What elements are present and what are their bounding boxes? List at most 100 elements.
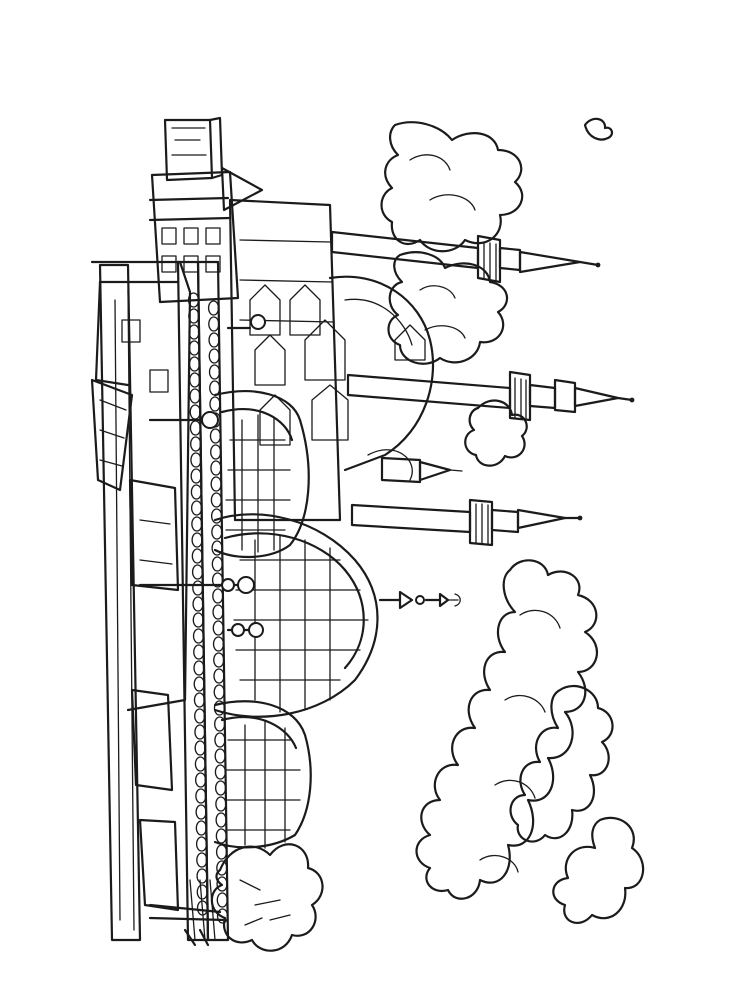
railing-oval [214,780,227,796]
railing-oval [212,620,224,636]
railing-oval [191,548,203,564]
railing-oval [193,660,205,676]
railing-oval [209,396,221,412]
railing-oval [211,524,223,540]
railing-oval [188,340,200,356]
cloud-bottom-large [415,559,598,900]
railing-oval [216,860,228,876]
top-left-tower [163,118,214,182]
minaret-2 [346,370,635,422]
railing-oval [190,500,203,516]
railing-oval [214,716,226,732]
railing-oval [214,764,227,780]
railing-oval [213,668,225,684]
railing-oval [196,884,208,900]
railing-oval [195,836,208,852]
railing-oval [195,820,207,836]
railing-oval [188,356,201,372]
railing-oval [190,484,203,500]
railing-oval [191,532,203,548]
railing-oval [213,700,226,716]
railing-oval [212,636,225,652]
railing-oval [216,892,228,908]
railing-oval [188,324,200,340]
railing-oval [207,300,220,316]
lower-wall [90,260,192,712]
railing-oval [215,844,228,860]
railing-oval [216,908,229,924]
fence-posts [189,879,216,941]
railing-oval [193,692,206,708]
main-dome-center [213,513,461,718]
main-facade [228,198,342,522]
railing-oval [215,828,227,844]
minaret-1 [330,230,601,284]
railing-oval [190,436,202,452]
railing-oval [189,388,201,404]
cloud-middle [387,251,508,365]
railing-oval [210,460,222,476]
railing-oval [190,452,202,468]
railing-oval [214,732,226,748]
railing-oval [190,468,202,484]
railing-oval [195,804,207,820]
railing-oval [208,364,221,380]
railing-oval [211,572,224,588]
railing-oval [215,812,227,828]
minaret-3 [350,498,583,547]
main-dome-lower [213,700,312,849]
railing-oval [196,852,208,868]
railing-oval [192,612,204,628]
small-turret [380,456,463,484]
railing-oval [210,508,223,524]
railing-oval [211,556,223,572]
railing-oval [210,476,222,492]
ground-line [98,263,142,942]
cloud-bottom-right [509,684,614,843]
railing-oval [208,316,220,332]
railing-oval [193,676,205,692]
railing-oval [189,420,202,436]
railing-oval [213,652,225,668]
railing-oval [212,588,224,604]
mosque-building [90,116,635,952]
railing-oval [191,516,203,532]
upper-dome [328,275,435,481]
railing-oval [208,332,220,348]
lower-roof [90,378,134,492]
railing-oval [194,708,206,724]
railing-oval [193,644,205,660]
railing-oval [192,596,204,612]
railing-oval [195,788,207,804]
main-dome-upper [213,390,310,558]
railing-oval [188,308,200,324]
railing-oval [194,756,207,772]
railing-oval [194,740,206,756]
railing-oval [192,580,204,596]
railing-oval [211,540,223,556]
clouds [380,117,645,924]
railing-oval [189,372,201,388]
railing-oval [192,628,205,644]
railing-oval [209,428,222,444]
cloud-top [380,121,524,253]
railing-oval [216,876,228,892]
railing-oval [210,444,222,460]
railing-oval [213,684,225,700]
cloud-under-dome [464,399,528,467]
railing-oval [209,380,221,396]
cloud-small-top [583,117,614,141]
railing-oval [194,724,206,740]
railing-oval [215,796,227,812]
decorative-railing [187,292,229,924]
railing-oval [189,404,201,420]
railing-oval [208,348,220,364]
upper-left-building [150,170,240,304]
railing-oval [196,868,208,884]
railing-oval [214,748,226,764]
lamp-posts [138,314,266,638]
railing-oval [191,564,204,580]
railing-oval [212,604,224,620]
railing-oval [210,492,223,508]
